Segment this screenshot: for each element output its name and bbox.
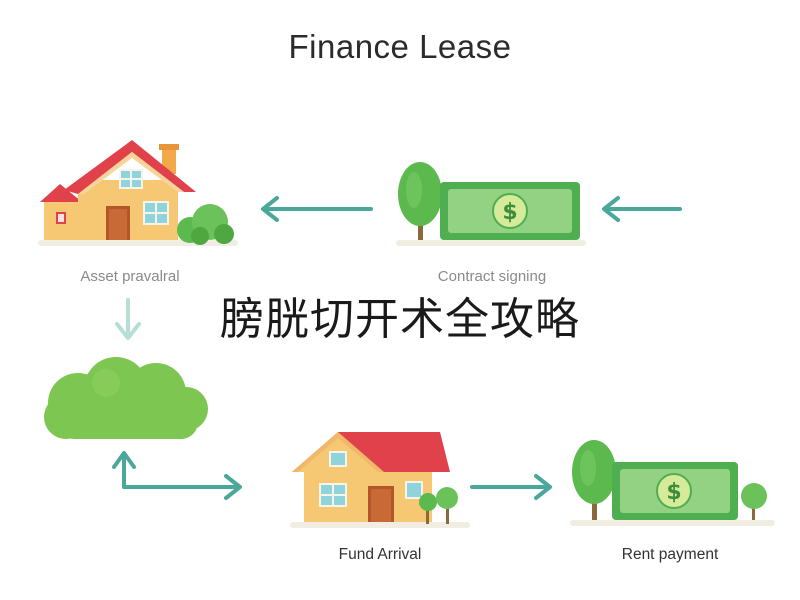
svg-text:$: $	[666, 480, 681, 505]
diagram-title: Finance Lease	[288, 28, 512, 65]
arrow-up-right-icon	[112, 451, 242, 500]
cloud-icon	[44, 357, 208, 439]
money-bill-icon: $	[396, 162, 586, 246]
money-bill-icon: $	[570, 440, 775, 526]
house-icon	[290, 432, 470, 528]
step-label-fund-arrival: Fund Arrival	[338, 546, 422, 563]
house-icon	[38, 140, 238, 246]
arrow-left-icon	[602, 196, 682, 222]
overlay-text: 膀胱切开术全攻略	[220, 294, 580, 345]
step-label-asset: Asset pravalral	[80, 268, 180, 285]
arrow-right-icon	[470, 474, 552, 500]
step-label-contract: Contract signing	[437, 268, 547, 285]
svg-text:$: $	[502, 200, 517, 225]
step-label-rent-payment: Rent payment	[621, 546, 719, 563]
arrow-down-icon	[115, 298, 141, 340]
arrow-left-icon	[261, 196, 373, 222]
